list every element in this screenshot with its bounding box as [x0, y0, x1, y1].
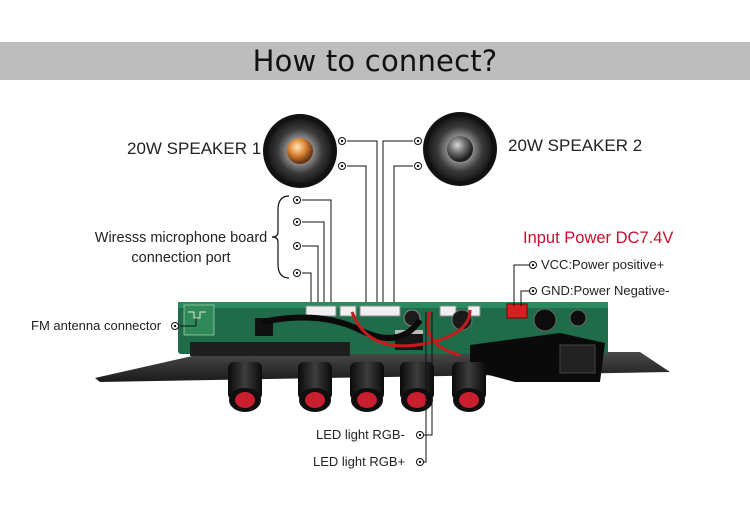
page-title: How to connect? — [252, 44, 498, 78]
led-rgb-minus-label: LED light RGB- — [316, 427, 405, 442]
speaker-terminal-dots — [338, 137, 422, 170]
header-banner: How to connect? — [0, 42, 750, 80]
power-title: Input Power DC7.4V — [523, 229, 674, 247]
speaker-2-image — [423, 112, 497, 186]
gnd-label: GND:Power Negative- — [541, 283, 670, 298]
volume-knobs — [228, 362, 486, 412]
mic-wires — [302, 199, 332, 310]
power-wires — [513, 264, 529, 306]
speaker-2-label: 20W SPEAKER 2 — [508, 136, 643, 155]
speaker-1-label: 20W SPEAKER 1 — [127, 139, 262, 158]
mic-label-line2: connection port — [131, 250, 231, 266]
mic-label: Wiresss microphone board connection port — [90, 228, 272, 268]
speaker-1-image — [263, 114, 337, 188]
fm-antenna-label: FM antenna connector — [31, 318, 162, 333]
led-terminal-dots — [416, 431, 424, 466]
mic-bracket — [271, 195, 290, 279]
fm-connector-line — [171, 318, 197, 330]
led-rgb-plus-label: LED light RGB+ — [313, 454, 406, 469]
vcc-label: VCC:Power positive+ — [541, 257, 665, 272]
amplifier-board — [178, 302, 608, 382]
mic-label-line1: Wiresss microphone board — [94, 230, 268, 246]
power-terminal-dots — [529, 261, 537, 295]
speaker-wires — [347, 140, 413, 306]
mic-terminal-dots — [293, 196, 301, 277]
